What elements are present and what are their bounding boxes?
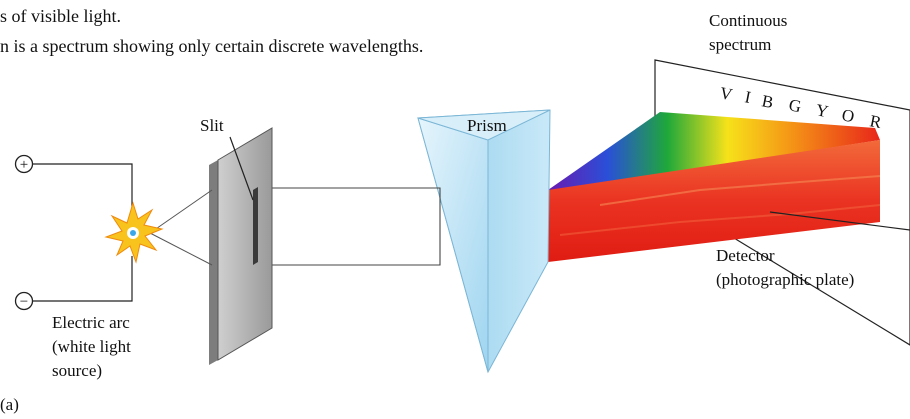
top-text-line-2: n is a spectrum showing only certain dis… [0, 36, 423, 56]
prism-label: Prism [467, 116, 507, 135]
arc-label-line-3: source) [52, 361, 102, 380]
spectrum-letter-o: O [840, 105, 856, 126]
slit-pointer-line [229, 136, 254, 201]
top-text-line-1: s of visible light. [0, 6, 121, 26]
wire-positive [32, 163, 133, 210]
wire-negative [32, 256, 133, 302]
spectrum-fan-red-face [548, 140, 880, 262]
slit-plate [209, 127, 273, 365]
panel-label: (a) [0, 395, 19, 414]
detector-label-line-2: (photographic plate) [716, 270, 854, 289]
arc-burst-icon [104, 201, 164, 264]
light-beam [255, 187, 441, 266]
continuous-spectrum-label-line-2: spectrum [709, 35, 771, 54]
spectrum-letter-i: I [743, 87, 753, 107]
spectrum-letters: V I B G Y O R [718, 83, 883, 132]
minus-label: − [20, 294, 28, 310]
arc-label-line-1: Electric arc [52, 313, 130, 332]
spectrum-letter-y: Y [814, 100, 830, 121]
arc-label-line-2: (white light [52, 337, 131, 356]
spectrum-letter-v: V [718, 83, 734, 104]
ray-lower [149, 232, 213, 266]
spectrum-letter-b: B [760, 91, 775, 112]
prism [417, 109, 551, 374]
slit-plate-face [217, 127, 273, 361]
slit-label: Slit [200, 116, 224, 135]
spectrum-shade-1 [599, 175, 881, 206]
detector-label-line-1: Detector [716, 246, 775, 265]
negative-terminal-icon [14, 291, 34, 311]
spectrum-letter-g: G [787, 95, 803, 116]
spectrum-fan-top [548, 112, 880, 192]
prism-top-face [417, 109, 551, 141]
slit-opening [253, 187, 258, 265]
continuous-spectrum-label-line-1: Continuous [709, 11, 787, 30]
ray-upper [149, 189, 213, 234]
plus-label: + [20, 157, 28, 173]
detector-pointer-line [769, 211, 910, 231]
prism-left-face [417, 117, 489, 373]
positive-terminal-icon [14, 154, 34, 174]
spectrum-letter-r: R [868, 111, 883, 132]
spectrum-shade-2 [559, 204, 881, 236]
